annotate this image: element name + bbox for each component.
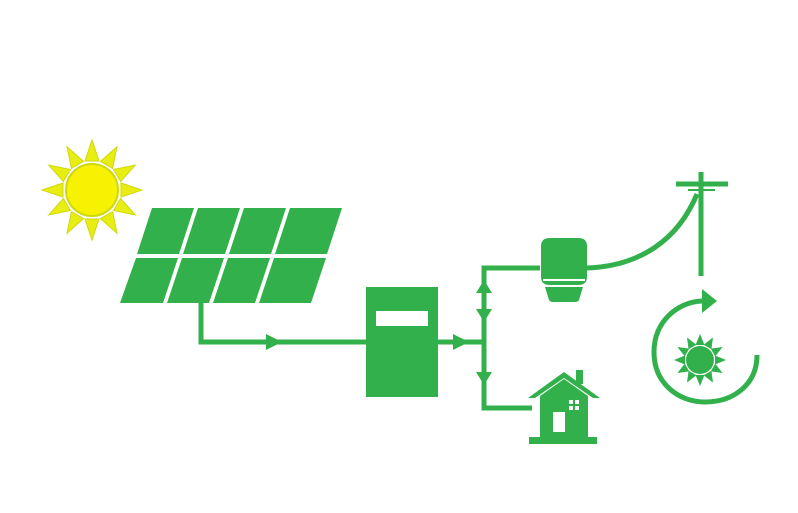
inverter-icon — [366, 287, 438, 397]
cycle-sun-ray — [715, 355, 726, 365]
panel-cell-2 — [183, 208, 240, 254]
cycle-sun-ray — [695, 375, 705, 386]
cycle-sun-ray — [703, 370, 713, 383]
house-base — [529, 437, 597, 444]
meter-to-grid-wire — [586, 193, 700, 271]
cycle-sun-ray — [677, 363, 690, 373]
sun-rays — [40, 138, 144, 242]
sun-ray — [112, 197, 137, 216]
panel-cell-1 — [137, 208, 194, 254]
house-icon — [528, 370, 600, 444]
inverter-to-junction-wire — [438, 334, 484, 350]
panel-cell-7 — [213, 258, 270, 303]
cycle-sun-ray — [695, 334, 705, 345]
cycle-sun-ray — [674, 355, 685, 365]
house-chimney — [576, 370, 583, 384]
cycle-sun-ray — [687, 337, 697, 350]
sun-ray — [120, 182, 144, 198]
house-door — [553, 412, 565, 432]
cycle-sun-disc — [686, 346, 714, 374]
sun-disc — [65, 163, 119, 217]
sun-ray — [112, 164, 137, 183]
utility-pole-icon — [676, 172, 728, 276]
cycle-sun-ray — [710, 347, 723, 357]
inverter-display — [376, 311, 428, 326]
cycle-sun-icon — [674, 334, 726, 386]
flow-arrow-down — [476, 309, 492, 322]
cycle-arc — [651, 298, 760, 405]
cycle-sun-ray — [703, 337, 713, 350]
house-window-2 — [575, 400, 579, 404]
sun-ray — [47, 197, 72, 216]
meter-icon — [541, 238, 587, 302]
house-window-4 — [575, 406, 579, 410]
panel-cell-6 — [167, 258, 224, 303]
house-roof — [528, 372, 600, 398]
distribution-bus — [476, 265, 540, 411]
panel-to-inverter-wire — [198, 303, 366, 350]
sun-ray — [99, 145, 118, 170]
house-window-3 — [569, 406, 573, 410]
sun-icon — [40, 138, 144, 242]
panel-cell-4 — [275, 208, 342, 254]
flow-arrow-right-2 — [453, 334, 469, 350]
panel-cell-5 — [120, 258, 178, 303]
house-body — [540, 379, 588, 440]
solar-panel-icon — [120, 208, 342, 303]
sun-ray — [47, 164, 72, 183]
sun-ray — [84, 138, 100, 162]
sun-ray — [40, 182, 64, 198]
flow-arrow-up — [476, 280, 492, 293]
cycle-sun-ray — [677, 347, 690, 357]
panel-cell-8 — [259, 258, 326, 303]
cycle-arrowhead — [702, 289, 717, 313]
cycle-sun-ray — [687, 370, 697, 383]
sun-ray — [84, 218, 100, 242]
sun-ray — [99, 210, 118, 235]
sun-ray — [66, 145, 85, 170]
house-window-1 — [569, 400, 573, 404]
panel-cell-3 — [229, 208, 286, 254]
flow-arrow-down-2 — [476, 372, 492, 385]
net-metering-cycle-icon — [651, 289, 760, 405]
cycle-sun-ray — [710, 363, 723, 373]
flow-arrow-right — [266, 334, 282, 350]
sun-ray — [66, 210, 85, 235]
